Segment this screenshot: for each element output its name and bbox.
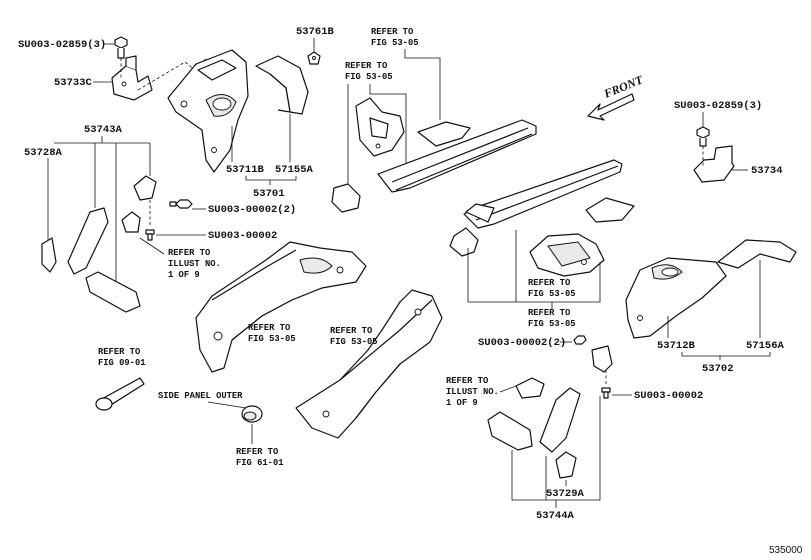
- bolt-su003-00002-2-left[interactable]: [169, 199, 193, 209]
- label-bolt-su-right: SU003-00002: [634, 390, 703, 402]
- part-small-bracket-a[interactable]: [133, 175, 157, 201]
- part-rocker-bracket-bottom[interactable]: [331, 183, 361, 213]
- label-bolt-su2-right: SU003-00002(2): [478, 337, 566, 349]
- bolt-su003-02859-right[interactable]: [696, 126, 710, 147]
- bolt-su003-00002-left[interactable]: [145, 229, 155, 241]
- ref-mid-right2-line2: FIG 53-05: [528, 319, 576, 329]
- part-53711b-apron[interactable]: [167, 49, 249, 173]
- ref-illust-right-line1: REFER TO: [446, 376, 488, 386]
- ref-illust-right-line2: ILLUST NO.: [446, 387, 499, 397]
- ref-illust-left-line1: REFER TO: [168, 248, 210, 258]
- ref-illust-right-line3: 1 OF 9: [446, 398, 478, 408]
- part-53733c-bracket[interactable]: [111, 55, 153, 101]
- part-57155a-inner-panel[interactable]: [255, 55, 309, 115]
- figure-id: 535000: [769, 545, 803, 556]
- front-label: FRONT: [601, 72, 646, 101]
- part-53734-bracket[interactable]: [693, 145, 735, 183]
- label-53728a: 53728A: [24, 147, 63, 159]
- part-53761b-clip[interactable]: [307, 51, 321, 65]
- part-rocker-gusset-right[interactable]: [449, 227, 479, 257]
- label-53744a: 53744A: [536, 510, 575, 522]
- ref-illust-left-line3: 1 OF 9: [168, 270, 200, 280]
- ref-fig61-line1: REFER TO: [236, 447, 278, 457]
- part-front-side-member-right[interactable]: [295, 289, 443, 439]
- part-53728a-bracket[interactable]: [41, 237, 57, 273]
- ref-mid-right1-line1: REFER TO: [528, 278, 570, 288]
- part-rocker-reinforcement-small[interactable]: [355, 97, 405, 157]
- label-bolt-su2-left: SU003-00002(2): [208, 204, 296, 216]
- ref-mid-right2-line1: REFER TO: [528, 308, 570, 318]
- ref-fig61-line2: FIG 61-01: [236, 458, 284, 468]
- ref-mid-left-line2: FIG 53-05: [248, 334, 296, 344]
- part-rocker-reinforcement-right[interactable]: [529, 233, 605, 277]
- label-53701: 53701: [253, 188, 285, 200]
- ref-fig09-line2: FIG 09-01: [98, 358, 146, 368]
- label-57156a: 57156A: [746, 340, 785, 352]
- ref-top-b-line1: REFER TO: [345, 61, 387, 71]
- part-small-bracket-b[interactable]: [121, 211, 141, 233]
- part-reinforcement-strip[interactable]: [67, 207, 109, 275]
- part-53729a-bracket[interactable]: [555, 451, 577, 479]
- bolt-su003-02859-left[interactable]: [114, 36, 128, 59]
- front-arrow-icon: [587, 93, 635, 121]
- part-53712b-apron[interactable]: [625, 257, 727, 339]
- part-rocker-bracket-right[interactable]: [585, 197, 635, 223]
- label-bolt-su-left: SU003-00002: [208, 230, 277, 242]
- part-side-panel-plug[interactable]: [241, 405, 263, 423]
- bolt-su003-00002-2-right[interactable]: [573, 335, 587, 345]
- ref-mid-center-line1: REFER TO: [330, 326, 372, 336]
- part-right-bracket-upper[interactable]: [591, 345, 613, 373]
- part-57156a-inner-panel[interactable]: [717, 239, 797, 269]
- part-right-lower-bracket[interactable]: [487, 411, 533, 451]
- label-53702: 53702: [702, 363, 734, 375]
- label-bolt-top-left: SU003-02859(3): [18, 39, 106, 51]
- bolt-su003-00002-right[interactable]: [601, 387, 611, 399]
- label-53761b: 53761B: [296, 26, 335, 38]
- label-53734: 53734: [751, 165, 783, 177]
- label-53733c: 53733C: [54, 77, 93, 89]
- label-53711b: 53711B: [226, 164, 265, 176]
- label-53712b: 53712B: [657, 340, 696, 352]
- ref-mid-left-line1: REFER TO: [248, 323, 290, 333]
- ref-top-b-line2: FIG 53-05: [345, 72, 393, 82]
- part-lower-bracket-long[interactable]: [85, 271, 141, 313]
- part-right-reinforcement-strip[interactable]: [539, 387, 581, 453]
- ref-mid-right1-line2: FIG 53-05: [528, 289, 576, 299]
- label-side-panel-outer: SIDE PANEL OUTER: [158, 391, 243, 401]
- part-right-small-bracket[interactable]: [515, 377, 545, 399]
- part-rocker-small-bracket[interactable]: [417, 121, 471, 147]
- label-bolt-top-right: SU003-02859(3): [674, 100, 762, 112]
- ref-mid-center-line2: FIG 53-05: [330, 337, 378, 347]
- part-rocker-inner-right[interactable]: [463, 159, 623, 229]
- label-53729a: 53729A: [546, 488, 585, 500]
- part-jack-bolt[interactable]: [95, 377, 145, 411]
- part-rocker-inner-left[interactable]: [377, 119, 537, 193]
- ref-illust-left-line2: ILLUST NO.: [168, 259, 221, 269]
- label-53743a: 53743A: [84, 124, 123, 136]
- ref-top-a-line2: FIG 53-05: [371, 38, 419, 48]
- ref-fig09-line1: REFER TO: [98, 347, 140, 357]
- ref-top-a-line1: REFER TO: [371, 27, 413, 37]
- label-57155a: 57155A: [275, 164, 314, 176]
- part-front-side-member-left[interactable]: [195, 241, 367, 373]
